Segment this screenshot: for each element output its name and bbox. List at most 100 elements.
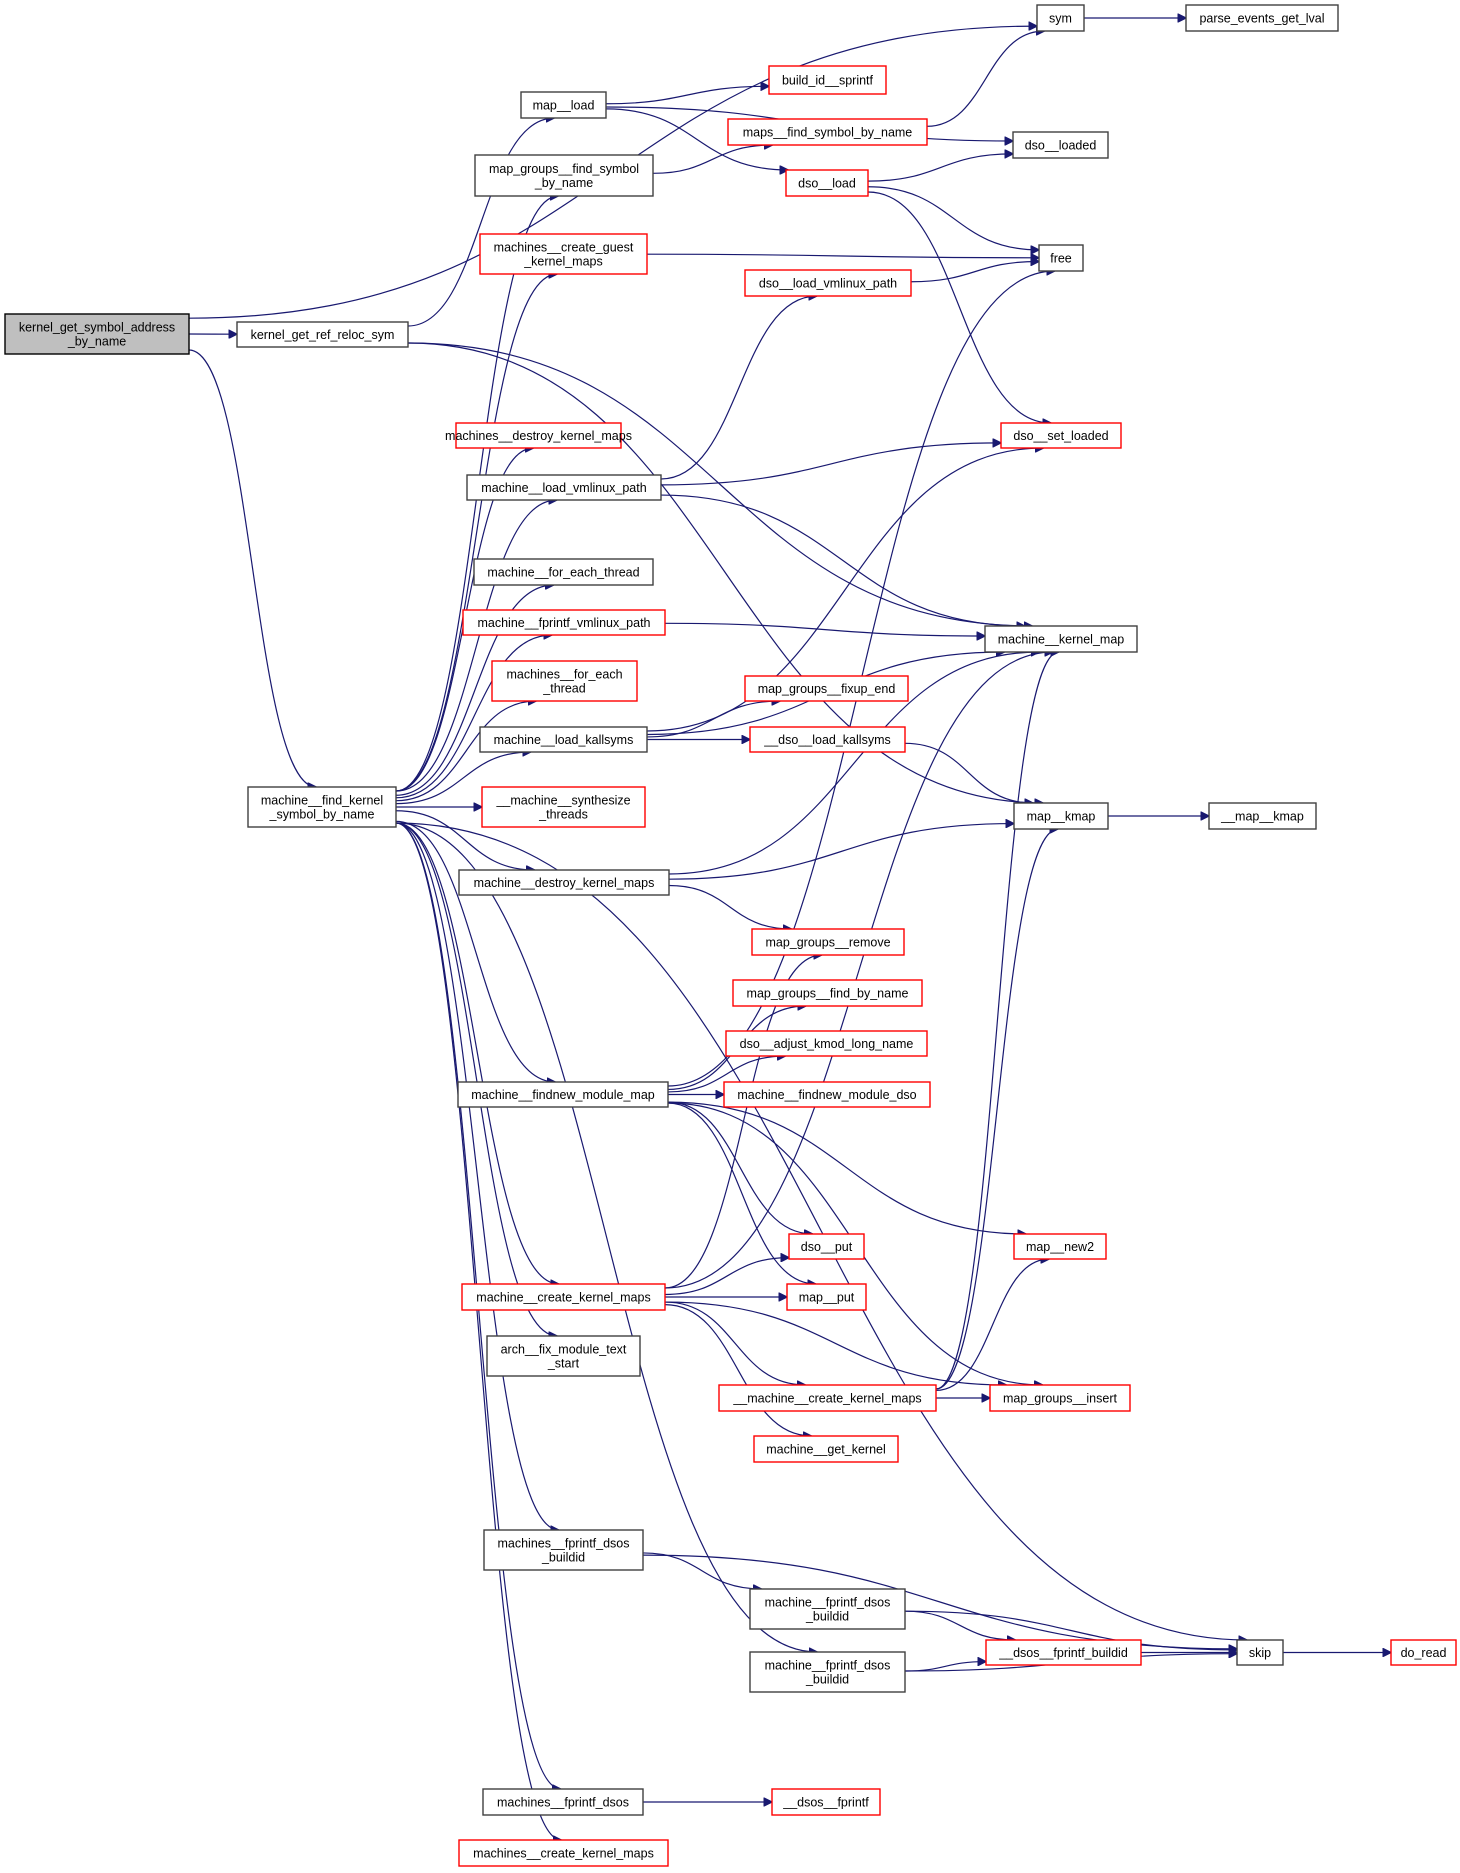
node-box [1236, 1639, 1284, 1666]
node-afmts[interactable]: arch__fix_module_text_start [486, 1335, 641, 1377]
node-box [744, 675, 909, 702]
node-mfmd[interactable]: machine__findnew_module_dso [723, 1081, 931, 1108]
node-msfet[interactable]: machines__for_each_thread [491, 660, 638, 702]
edge-mdkm-to-mapkmap [668, 824, 1014, 880]
edge-mfdb1-to-dfb [904, 1610, 1016, 1640]
node-box [749, 1651, 906, 1693]
node-box [985, 1639, 1142, 1666]
node-msfdb[interactable]: machines__fprintf_dsos_buildid [483, 1529, 644, 1571]
edge-dsoload-to-dsoloaded [867, 154, 1013, 182]
node-mgfe[interactable]: map_groups__fixup_end [744, 675, 909, 702]
node-box [725, 1030, 928, 1057]
node-mfdb1[interactable]: machine__fprintf_dsos_buildid [749, 1588, 906, 1630]
node-label: machine__findnew_module_map [471, 1088, 655, 1102]
node-dsosfp[interactable]: __dsos__fprintf [771, 1788, 881, 1816]
node-box [458, 869, 670, 896]
node-mfvp[interactable]: machine__fprintf_vmlinux_path [462, 609, 666, 636]
node-label: machine__get_kernel [766, 1443, 886, 1457]
node-label: map_groups__remove [765, 936, 890, 950]
node-pegl[interactable]: parse_events_get_lval [1185, 4, 1339, 32]
node-label: map__load [533, 99, 595, 113]
node-label: free [1050, 252, 1072, 266]
node-label: machines__fprintf_dsos [497, 1796, 629, 1810]
node-label: map_groups__insert [1003, 1392, 1117, 1406]
node-mgfsbn[interactable]: map_groups__find_symbol_by_name [474, 154, 654, 197]
node-label: __machine__synthesize [495, 794, 630, 808]
node-box [1013, 802, 1109, 830]
node-mgk[interactable]: machine__get_kernel [753, 1435, 899, 1463]
node-mapkmap[interactable]: map__kmap [1013, 802, 1109, 830]
node-mgr[interactable]: map_groups__remove [751, 928, 905, 956]
node-dlk[interactable]: __dso__load_kallsyms [749, 726, 906, 753]
node-box [462, 609, 666, 636]
node-label: _buildid [805, 1610, 849, 1624]
node-umckm[interactable]: __machine__create_kernel_maps [718, 1384, 937, 1412]
node-label: __map__kmap [1220, 810, 1304, 824]
edge-mckm-to-mgr [664, 955, 822, 1289]
node-box [1013, 1233, 1107, 1260]
node-box [751, 928, 905, 956]
node-label: dso__load_vmlinux_path [759, 277, 897, 291]
node-doread[interactable]: do_read [1390, 1639, 1457, 1666]
node-label: machine__find_kernel [261, 794, 383, 808]
node-umapkmap[interactable]: __map__kmap [1208, 802, 1317, 830]
node-mgi[interactable]: map_groups__insert [989, 1384, 1131, 1412]
node-skip[interactable]: skip [1236, 1639, 1284, 1666]
node-box [466, 474, 662, 501]
edge-mfksbn-to-mcgkm [395, 274, 557, 792]
node-free[interactable]: free [1038, 244, 1084, 272]
node-label: _thread [542, 682, 585, 696]
edge-mlk-to-dsl [646, 448, 1043, 732]
node-box [479, 233, 648, 275]
edge-mfmm-to-mapput [667, 1102, 816, 1284]
node-mfsbn[interactable]: maps__find_symbol_by_name [727, 118, 928, 146]
node-dlvp[interactable]: dso__load_vmlinux_path [744, 269, 912, 297]
node-label: machines__create_guest [494, 241, 634, 255]
node-kgrrs[interactable]: kernel_get_ref_reloc_sym [236, 321, 409, 348]
node-dfb[interactable]: __dsos__fprintf_buildid [985, 1639, 1142, 1666]
node-dsoput[interactable]: dso__put [788, 1233, 865, 1260]
node-dsoload[interactable]: dso__load [785, 169, 869, 197]
node-bids[interactable]: build_id__sprintf [768, 65, 887, 95]
edge-mfmm-to-mapnew2 [667, 1101, 1026, 1234]
node-dakln[interactable]: dso__adjust_kmod_long_name [725, 1030, 928, 1057]
node-mapnew2[interactable]: map__new2 [1013, 1233, 1107, 1260]
node-mkm[interactable]: machine__kernel_map [984, 625, 1138, 653]
node-sym[interactable]: sym [1036, 4, 1085, 32]
node-msckm[interactable]: machines__create_kernel_maps [458, 1839, 669, 1867]
edge-mfvp-to-mkm [664, 622, 985, 636]
node-mdkm[interactable]: machine__destroy_kernel_maps [458, 869, 670, 896]
edge-msfdb-to-mfdb1 [642, 1552, 762, 1589]
node-mapput[interactable]: map__put [786, 1283, 867, 1311]
node-label: do_read [1401, 1646, 1447, 1660]
node-mlvp[interactable]: machine__load_vmlinux_path [466, 474, 662, 501]
node-dsl[interactable]: dso__set_loaded [1000, 422, 1122, 449]
node-msfd[interactable]: machines__fprintf_dsos [482, 1788, 644, 1816]
edge-mfksbn-to-msckm [395, 822, 561, 1840]
node-mfmm[interactable]: machine__findnew_module_map [457, 1081, 669, 1108]
node-mcgkm[interactable]: machines__create_guest_kernel_maps [479, 233, 648, 275]
node-mgfbn[interactable]: map_groups__find_by_name [732, 979, 923, 1007]
node-mlk[interactable]: machine__load_kallsyms [479, 726, 648, 753]
node-box [989, 1384, 1131, 1412]
node-label: machine__load_vmlinux_path [481, 481, 646, 495]
node-box [1390, 1639, 1457, 1666]
node-label: machine__fprintf_dsos [765, 1659, 891, 1673]
node-box [753, 1435, 899, 1463]
node-label: _buildid [805, 1673, 849, 1687]
node-dsoloaded[interactable]: dso__loaded [1012, 131, 1109, 159]
node-msdkm[interactable]: machines__destroy_kernel_maps [445, 422, 632, 449]
edge-mckm-to-mkm [664, 652, 1053, 1289]
node-mfdb2[interactable]: machine__fprintf_dsos_buildid [749, 1651, 906, 1693]
node-mckm[interactable]: machine__create_kernel_maps [461, 1283, 666, 1311]
node-box [1185, 4, 1339, 32]
node-mst[interactable]: __machine__synthesize_threads [481, 786, 646, 828]
node-mfet[interactable]: machine__for_each_thread [473, 558, 654, 586]
edge-mdkm-to-mkm [668, 652, 1039, 875]
node-mfksbn[interactable]: machine__find_kernel_symbol_by_name [247, 786, 397, 828]
node-box [482, 1788, 644, 1816]
node-label: map__new2 [1026, 1240, 1094, 1254]
edge-dsoload-to-dsl [867, 191, 1051, 423]
node-mapload[interactable]: map__load [520, 91, 607, 119]
